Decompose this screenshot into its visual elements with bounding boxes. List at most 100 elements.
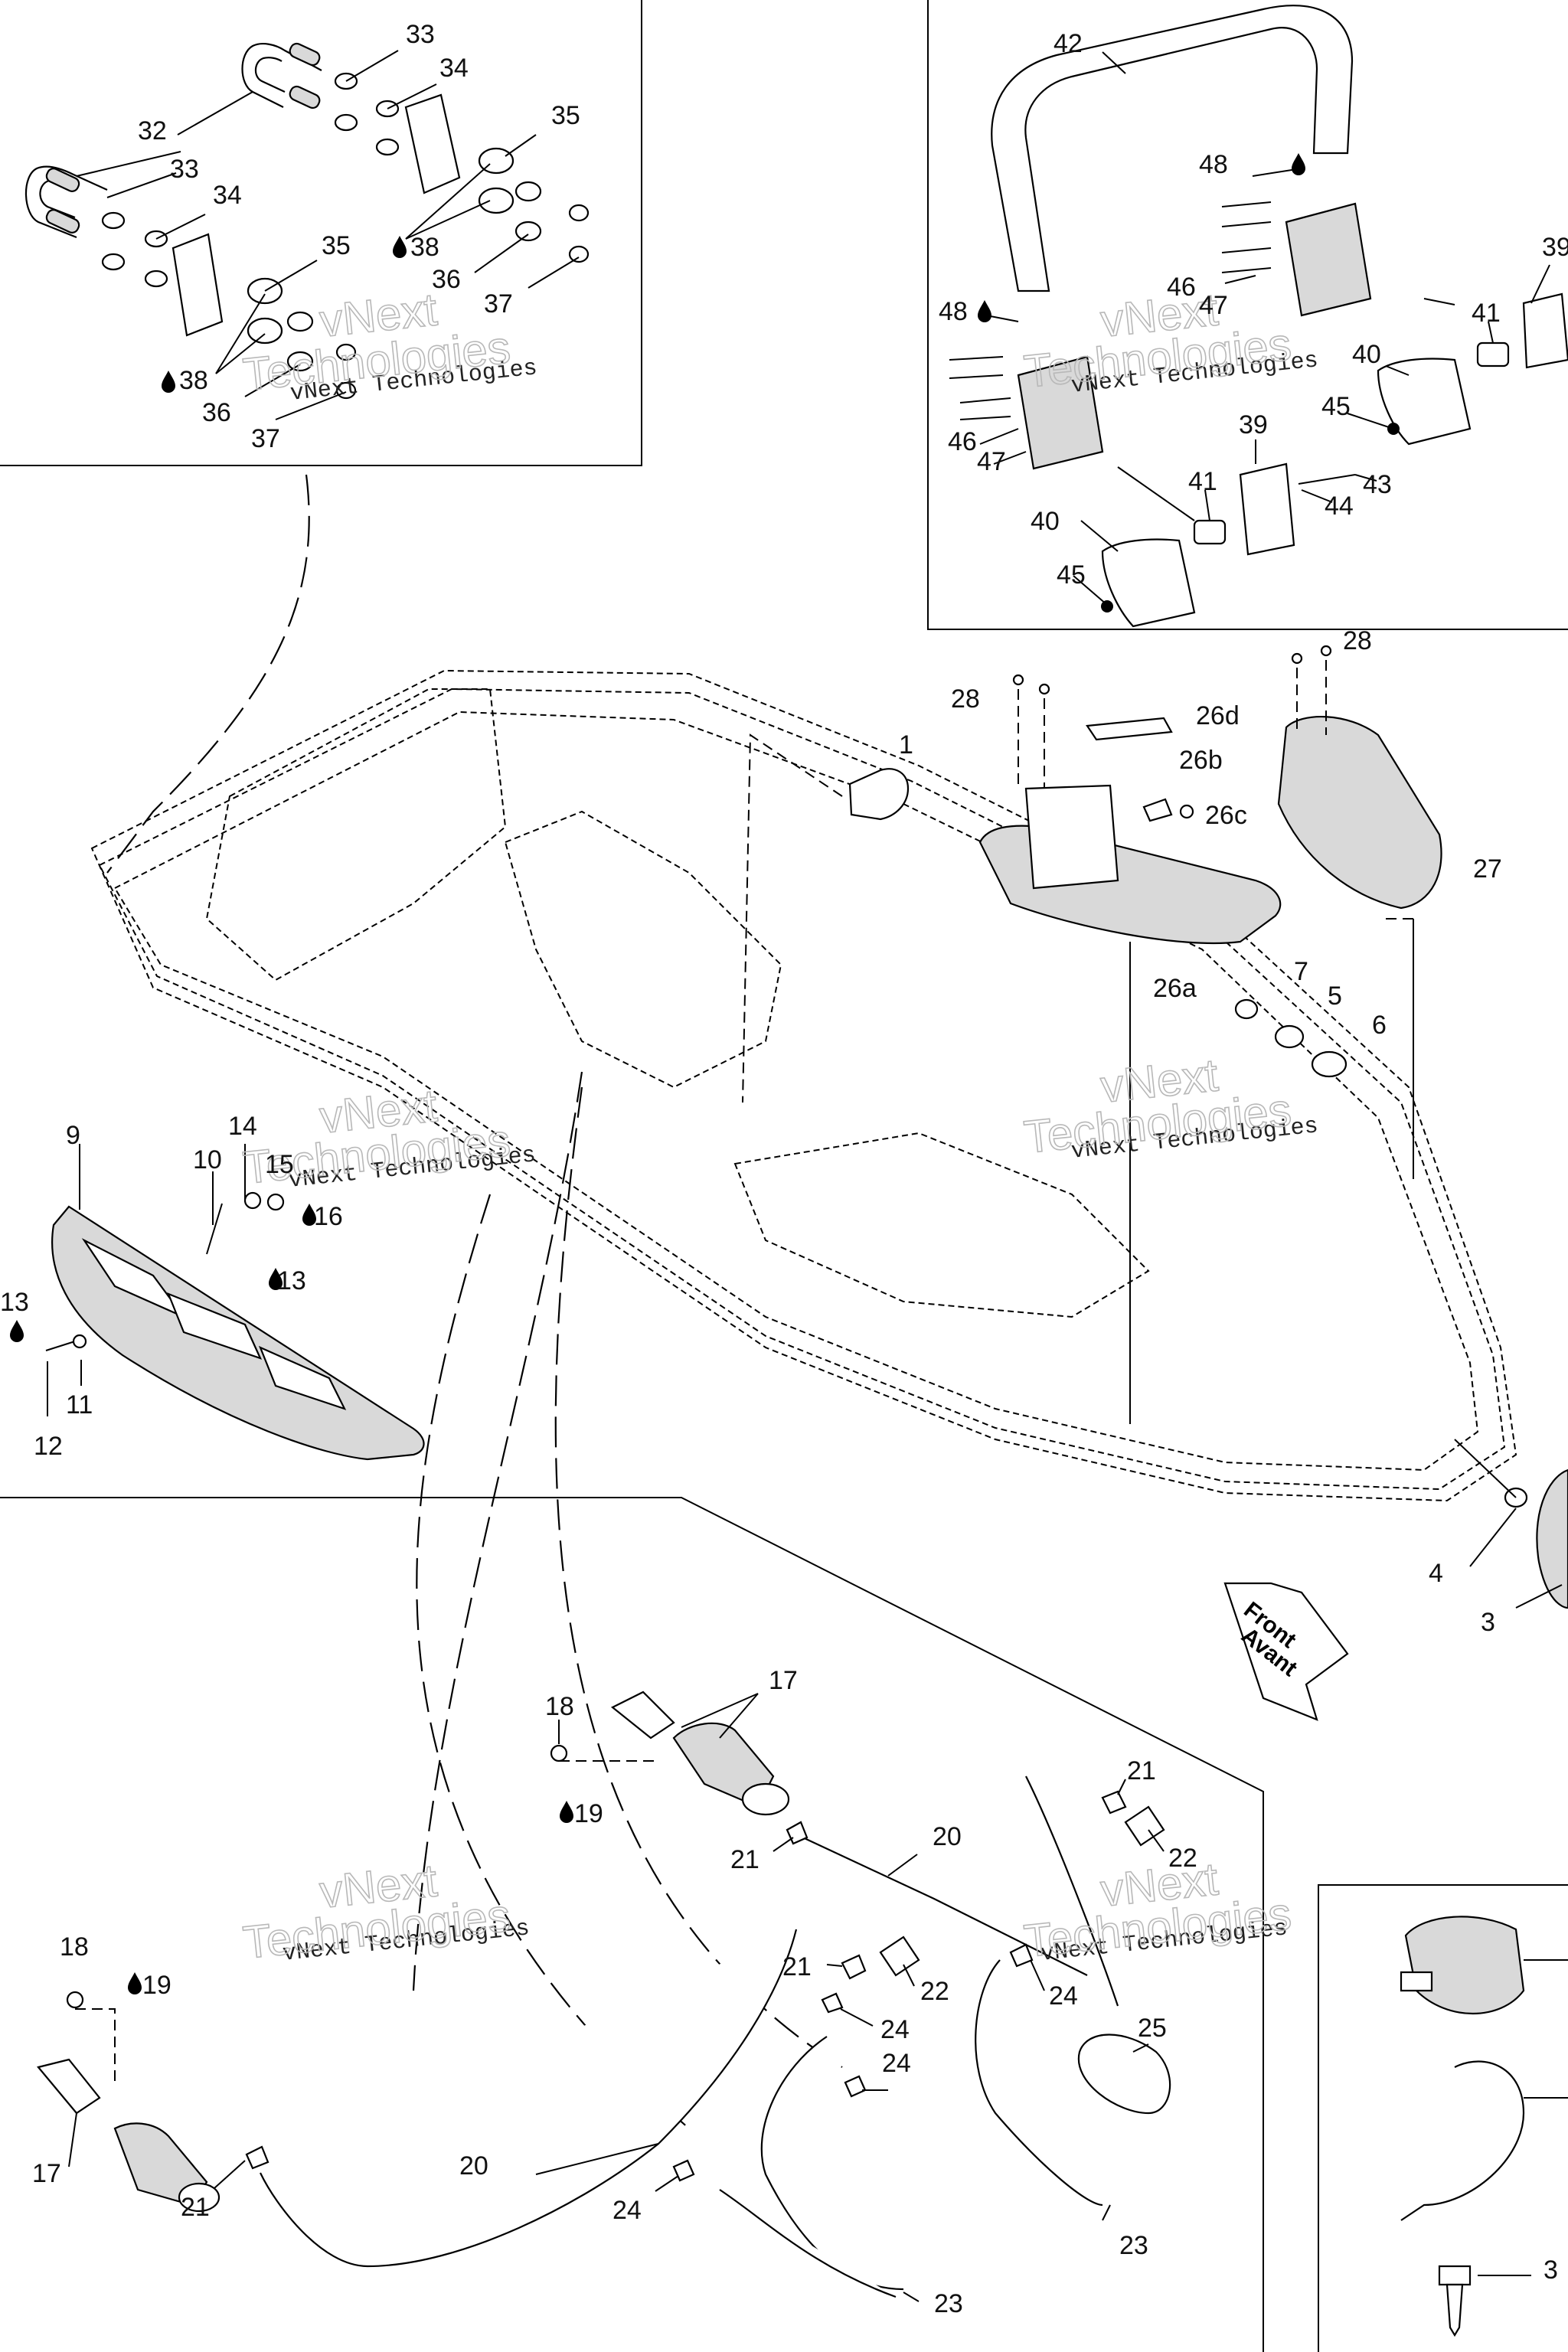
bilge-pump-17-upper: [610, 1690, 790, 1816]
drain-plug-1: [848, 768, 910, 821]
handlebar-tube: [991, 5, 1354, 292]
grab-handle-lower: [24, 165, 108, 239]
divider-hose-section: [0, 1497, 1264, 2352]
springs-41: [1193, 341, 1510, 545]
inset-frame-top-right: [927, 0, 1568, 630]
callout-37: 37: [484, 289, 513, 318]
callout-19: 19: [142, 1971, 172, 2000]
callout-36: 36: [202, 398, 231, 427]
callout-41: 41: [1472, 299, 1501, 328]
clamp-39-lower: [1239, 462, 1295, 556]
callout-45: 45: [1321, 392, 1351, 421]
clamp-39-upper: [1522, 292, 1568, 369]
drop-icon: [10, 1320, 24, 1342]
leader-lines-sponson: [47, 1144, 246, 1416]
callout-24: 24: [880, 2015, 910, 2044]
cover-40-upper: [1377, 358, 1472, 446]
backing-plate-upper: [404, 93, 461, 194]
inset-frame-top-left: [0, 0, 642, 466]
hose-20-upper: [795, 1834, 1088, 1976]
drop-icon: [1292, 153, 1305, 175]
callout-17: 17: [32, 2159, 61, 2188]
callout-40: 40: [1031, 507, 1060, 536]
callout-3: 3: [1481, 1608, 1495, 1637]
drop-icon: [978, 300, 991, 322]
hose-clamp-part: [1400, 1916, 1525, 2015]
callout-3: 3: [1544, 2256, 1558, 2285]
callout-38: 38: [410, 233, 439, 262]
callout-26c: 26c: [1205, 801, 1247, 830]
callout-9: 9: [66, 1121, 80, 1150]
callout-35: 35: [551, 101, 580, 130]
callout-23: 23: [934, 2289, 963, 2318]
callout-37: 37: [251, 424, 280, 453]
storage-bin-26a: [978, 784, 1282, 945]
drop-icon: [162, 371, 175, 393]
callout-26b: 26b: [1179, 746, 1223, 775]
screws-28: [1012, 645, 1332, 695]
callout-18: 18: [545, 1692, 574, 1721]
callout-47: 47: [977, 447, 1006, 476]
leader-lines-hoses: [68, 1693, 1165, 2302]
grab-handle-upper: [241, 42, 322, 109]
callout-35: 35: [322, 231, 351, 260]
callout-43: 43: [1363, 470, 1392, 499]
callout-28: 28: [1343, 626, 1372, 655]
callout-42: 42: [1054, 29, 1083, 58]
sponson-9: [51, 1205, 425, 1461]
callout-36: 36: [432, 265, 461, 294]
leader-lines-top-right: [978, 51, 1550, 606]
riser-block-upper: [1285, 202, 1372, 317]
callout-26d: 26d: [1196, 701, 1240, 730]
drop-icon: [393, 236, 407, 258]
callout-46: 46: [948, 427, 977, 456]
callout-39: 39: [1542, 233, 1568, 262]
callout-21: 21: [181, 2193, 210, 2222]
callout-22: 22: [920, 1977, 949, 2006]
callout-39: 39: [1239, 410, 1268, 439]
hull-outline: [90, 669, 1517, 1502]
backing-plate-lower: [172, 233, 224, 337]
clip-26b-26c: [1142, 798, 1194, 822]
callout-13: 13: [277, 1266, 306, 1295]
callout-1: 1: [899, 730, 913, 760]
callout-34: 34: [439, 54, 469, 83]
callout-14: 14: [228, 1112, 257, 1141]
callout-25: 25: [1138, 2014, 1167, 2043]
callout-26a: 26a: [1153, 974, 1197, 1003]
storage-bin-27: [1277, 716, 1442, 910]
drop-icon: [560, 1801, 573, 1823]
callout-44: 44: [1325, 492, 1354, 521]
riser-block-lower: [1017, 355, 1104, 470]
bracket-26d: [1086, 717, 1173, 741]
callout-45: 45: [1057, 560, 1086, 590]
callout-33: 33: [170, 155, 199, 184]
callout-38: 38: [179, 366, 208, 395]
washers-lower: [101, 211, 357, 400]
dashed-drop-lines-hull: [742, 660, 1414, 1424]
hose-23-lower: [719, 2036, 904, 2298]
fender-3: [1536, 1468, 1568, 1609]
callout-21: 21: [1127, 1756, 1156, 1785]
callout-33: 33: [406, 20, 435, 49]
callout-16: 16: [314, 1202, 343, 1231]
drop-icon: [128, 1972, 142, 1994]
hose-23-upper: [975, 1775, 1119, 2207]
callout-21: 21: [730, 1845, 760, 1874]
callout-32: 32: [138, 116, 167, 145]
callout-34: 34: [213, 181, 242, 210]
callout-13: 13: [0, 1288, 29, 1317]
hardware-5-6-7: [1234, 998, 1348, 1078]
callout-4: 4: [1429, 1559, 1443, 1588]
callout-10: 10: [193, 1145, 222, 1174]
callout-40: 40: [1352, 340, 1381, 369]
cover-40-lower: [1101, 538, 1196, 628]
callout-27: 27: [1473, 854, 1502, 884]
callout-11: 11: [66, 1390, 93, 1419]
callout-24: 24: [1049, 1981, 1078, 2011]
hose-20-lower: [260, 1929, 798, 2268]
leader-lines-top-left: [76, 50, 580, 420]
sponson-hardware: [45, 1191, 285, 1351]
